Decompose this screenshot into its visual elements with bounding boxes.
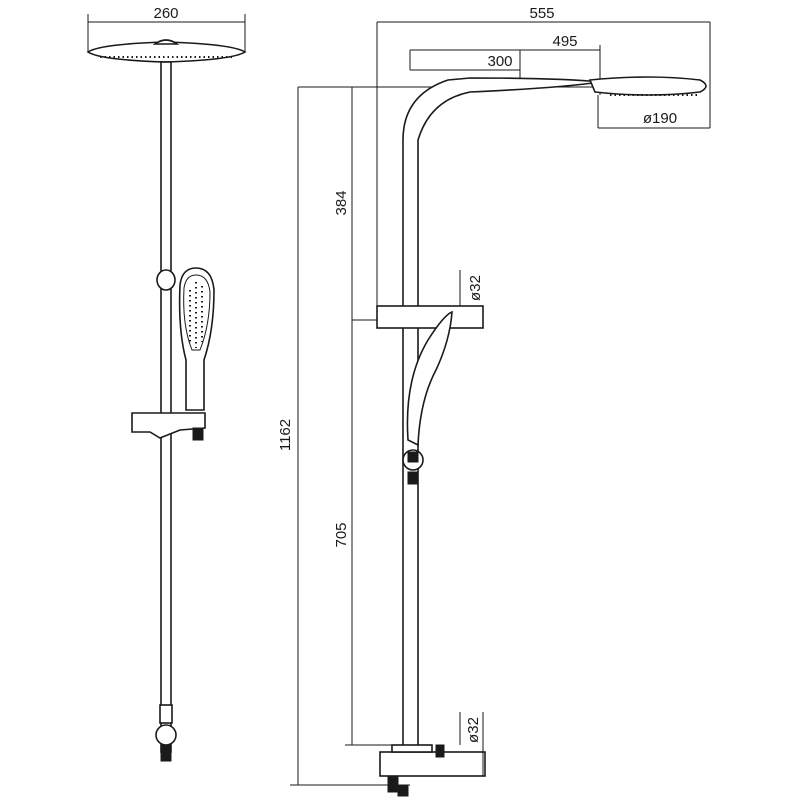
dim-384-label: 384 [333,190,350,215]
vertical-rail [160,61,172,753]
bottom-mixer-front [155,704,177,762]
shower-arm-rail [402,77,601,771]
dim-1162-label: 1162 [277,419,294,451]
front-view: 260 [86,5,247,762]
dim-555-label: 555 [529,5,554,22]
overhead-shower-head [86,41,247,63]
holder-knob [407,451,419,463]
hand-shower-side [406,310,453,447]
dim-32-lower-label: ø32 [465,717,482,743]
dim-190-label: ø190 [643,110,677,127]
dim-top-width-label: 260 [153,5,178,22]
hose-connector-side [407,471,419,485]
head-connector [152,39,180,45]
hand-shower-nozzles [189,282,203,348]
hose-outlet [192,427,204,441]
bottom-mixer-side [379,744,486,797]
dim-32-upper-label: ø32 [467,275,484,301]
dim-495-label: 495 [552,33,577,50]
side-view: 555 495 300 ø190 ø32 [277,5,711,797]
hand-shower-front [178,267,215,411]
dim-705-label: 705 [333,522,350,547]
hand-shower-holder [131,412,206,439]
dim-300-label: 300 [487,53,512,70]
slider-knob [156,269,176,291]
overhead-head-side [588,76,707,96]
slider-outline [376,305,484,329]
